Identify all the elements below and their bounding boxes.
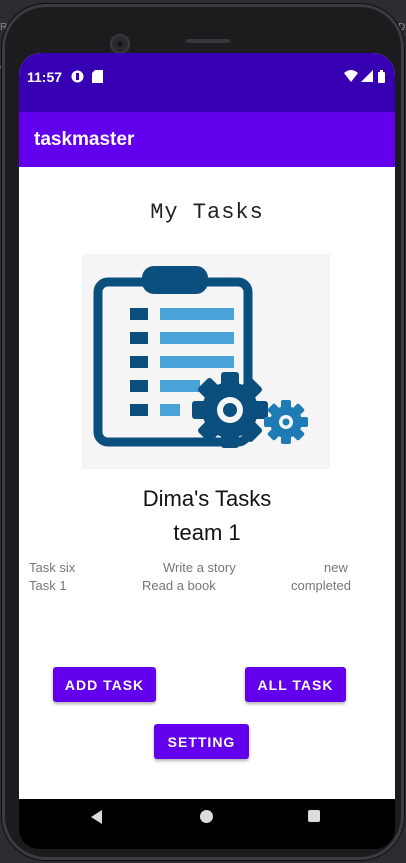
- task-body: Write a story: [163, 560, 236, 575]
- setting-button[interactable]: SETTING: [154, 724, 249, 759]
- tasks-illustration: [82, 254, 330, 469]
- camera-icon: [110, 34, 130, 54]
- battery-icon: [378, 70, 385, 86]
- recents-icon[interactable]: [308, 810, 320, 822]
- status-time: 11:57: [27, 69, 63, 85]
- team-name: team 1: [173, 520, 241, 545]
- task-state: new: [324, 560, 348, 575]
- speaker-grille: [186, 39, 230, 43]
- navigation-bar: [19, 799, 395, 829]
- user-tasks-heading: Dima's Tasks: [142, 486, 272, 511]
- task-row[interactable]: Task six Write a story new: [19, 560, 395, 578]
- gear-large-icon: [192, 372, 268, 448]
- sd-card-icon: [92, 70, 103, 86]
- task-state: completed: [291, 578, 351, 593]
- status-bar: 11:57: [19, 53, 395, 112]
- page-title: My Tasks: [150, 200, 264, 225]
- task-title: Task six: [29, 560, 76, 575]
- notification-icon: [71, 70, 84, 86]
- gear-small-icon: [264, 400, 308, 444]
- back-icon[interactable]: [91, 810, 102, 824]
- signal-icon: [361, 70, 373, 85]
- app-screen: 11:57 taskmaster My Tasks: [19, 53, 395, 829]
- app-toolbar: taskmaster: [19, 112, 395, 167]
- background-editor-text-right: D: [398, 22, 406, 33]
- task-title: Task 1: [29, 578, 67, 593]
- task-body: Read a book: [142, 578, 216, 593]
- all-task-button[interactable]: ALL TASK: [245, 667, 346, 702]
- app-title: taskmaster: [34, 129, 135, 150]
- add-task-button[interactable]: ADD TASK: [53, 667, 156, 702]
- phone-bottom-bezel: [19, 829, 395, 849]
- wifi-icon: [344, 70, 358, 85]
- home-icon[interactable]: [200, 810, 213, 823]
- task-row[interactable]: Task 1 Read a book completed: [19, 578, 395, 596]
- clipboard-clip: [142, 266, 208, 294]
